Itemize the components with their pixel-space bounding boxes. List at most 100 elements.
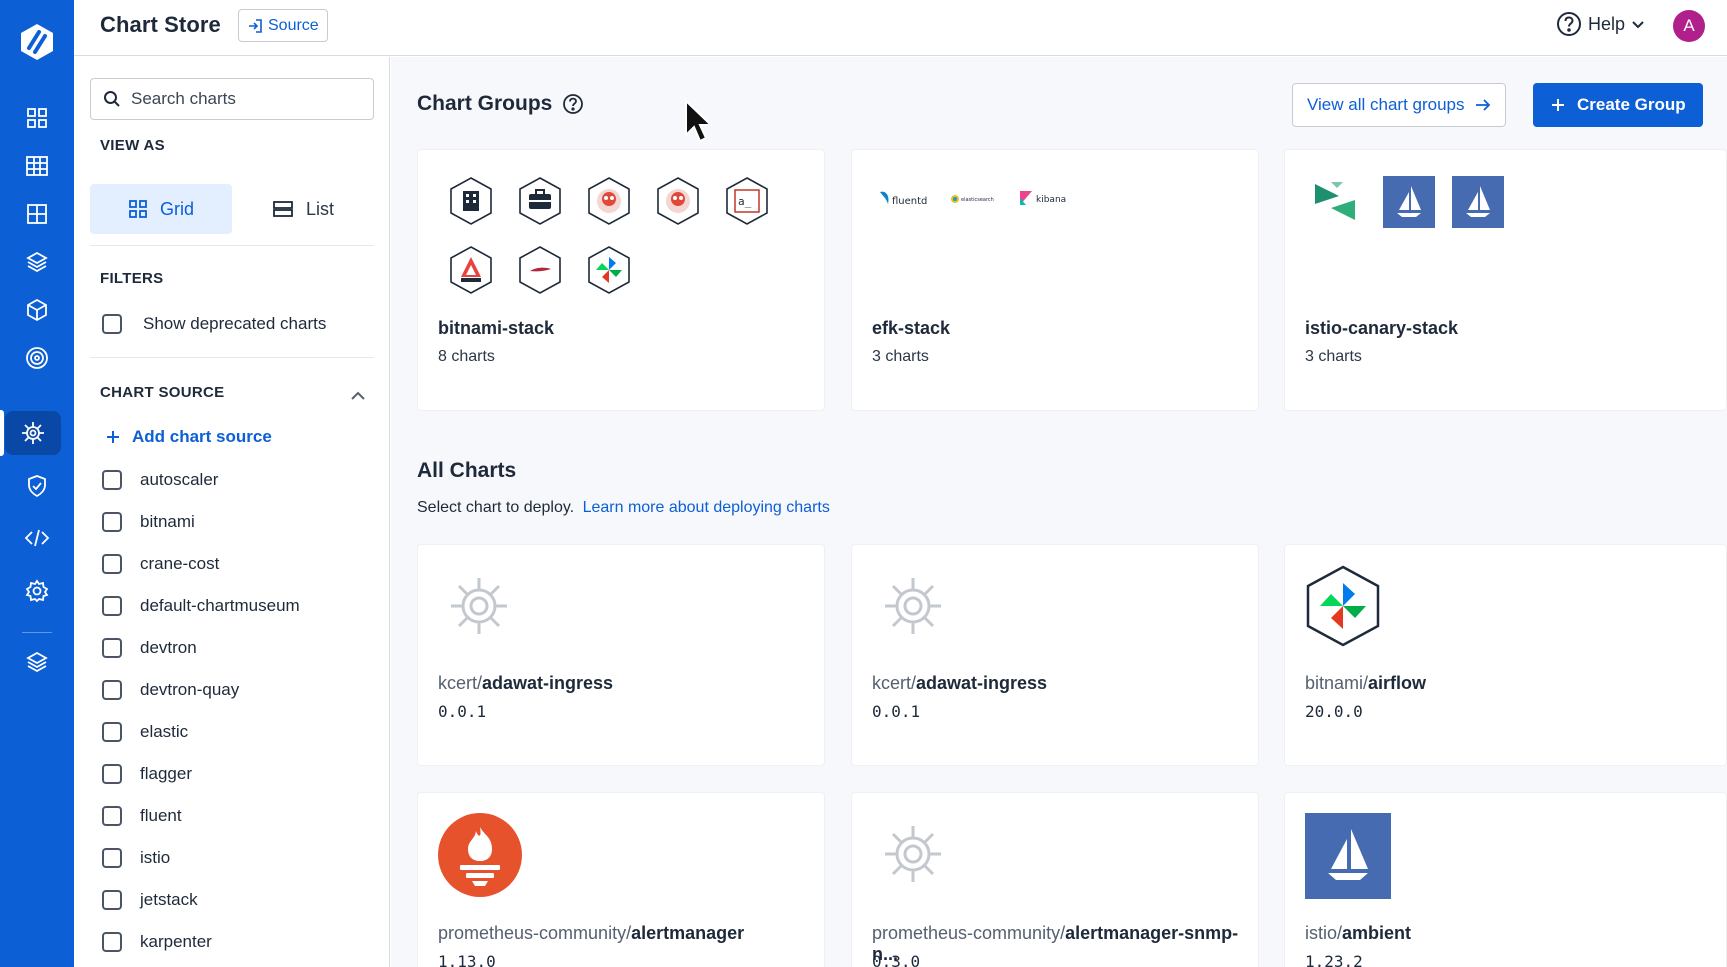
layers-icon <box>26 651 48 673</box>
main-content: Chart Groups View all chart groups Creat… <box>391 57 1727 967</box>
chart-card[interactable]: kcert/adawat-ingress 0.0.1 <box>417 544 825 766</box>
group-count: 3 charts <box>872 348 929 365</box>
source-checkbox-bitnami[interactable]: bitnami <box>102 512 195 532</box>
chart-title: alertmanager <box>631 923 745 943</box>
checkbox[interactable] <box>102 848 122 868</box>
nav-chart-store[interactable] <box>5 411 61 455</box>
source-label: bitnami <box>140 512 195 531</box>
source-checkbox-istio[interactable]: istio <box>102 848 170 868</box>
istio-sail-icon <box>1452 176 1504 228</box>
source-checkbox-flagger[interactable]: flagger <box>102 764 192 784</box>
chart-group-card-bitnami-stack[interactable]: a_ bitnami-stack 8 charts <box>417 149 825 411</box>
checkbox[interactable] <box>102 722 122 742</box>
chart-group-card-efk-stack[interactable]: fluentd elasticsearch kibana efk-stack 3… <box>851 149 1259 411</box>
nav-applications[interactable] <box>18 99 56 137</box>
chart-version: 20.0.0 <box>1305 702 1363 721</box>
chart-group-card-istio-canary-stack[interactable]: istio-canary-stack 3 charts <box>1284 149 1727 411</box>
checkbox[interactable] <box>102 806 122 826</box>
chart-card[interactable]: kcert/adawat-ingress 0.0.1 <box>851 544 1259 766</box>
chevron-down-icon <box>1632 21 1644 29</box>
nav-security[interactable] <box>18 467 56 505</box>
source-checkbox-devtron-quay[interactable]: devtron-quay <box>102 680 239 700</box>
devtron-logo[interactable] <box>17 22 57 62</box>
grid-view-label: Grid <box>159 198 194 219</box>
chart-card[interactable]: bitnami/airflow 20.0.0 <box>1284 544 1727 766</box>
feather-icon <box>519 246 561 294</box>
chart-groups-heading: Chart Groups <box>417 92 584 116</box>
source-checkbox-karpenter[interactable]: karpenter <box>102 932 212 952</box>
chart-repo: prometheus-community/ <box>872 923 1066 943</box>
checkbox[interactable] <box>102 764 122 784</box>
checkbox[interactable] <box>102 512 122 532</box>
chart-card[interactable]: prometheus-community/alertmanager 1.13.0 <box>417 792 825 967</box>
deprecated-charts-checkbox[interactable]: Show deprecated charts <box>102 314 326 334</box>
all-charts-description: Select chart to deploy. Learn more about… <box>417 499 830 517</box>
description-text: Select chart to deploy. <box>417 499 575 516</box>
checkbox[interactable] <box>102 638 122 658</box>
sidebar-divider <box>90 357 374 358</box>
prometheus-logo-icon <box>438 813 522 897</box>
add-chart-source-button[interactable]: Add chart source <box>106 427 272 447</box>
elasticsearch-logo-icon: elasticsearch <box>951 195 994 203</box>
chart-source-label: CHART SOURCE <box>100 384 225 401</box>
nav-global-configurations[interactable] <box>18 572 56 610</box>
istio-sail-icon <box>1305 813 1391 899</box>
view-all-chart-groups-button[interactable]: View all chart groups <box>1292 83 1506 127</box>
nav-application-groups[interactable] <box>18 147 56 185</box>
nav-resource-browser[interactable] <box>18 195 56 233</box>
grid-view-button[interactable]: Grid <box>90 184 232 234</box>
nav-deployment[interactable] <box>18 339 56 377</box>
kibana-logo-icon: kibana <box>1020 191 1066 205</box>
chevron-up-icon[interactable] <box>350 388 366 404</box>
plus-icon <box>1552 99 1564 111</box>
source-button[interactable]: Source <box>238 9 328 42</box>
source-checkbox-jetstack[interactable]: jetstack <box>102 890 198 910</box>
source-checkbox-autoscaler[interactable]: autoscaler <box>102 470 218 490</box>
toolbox-icon <box>519 177 561 225</box>
view-as-label: VIEW AS <box>100 137 165 154</box>
chart-name: istio/ambient <box>1305 923 1411 944</box>
deprecated-label: Show deprecated charts <box>143 314 327 333</box>
chart-card[interactable]: istio/ambient 1.23.2 <box>1284 792 1727 967</box>
airflow-pinwheel-icon <box>1306 565 1380 647</box>
view-toggle: Grid List <box>90 184 374 234</box>
robot-face-icon <box>588 177 630 225</box>
source-checkbox-devtron[interactable]: devtron <box>102 638 197 658</box>
group-name: efk-stack <box>872 318 951 338</box>
source-checkbox-crane-cost[interactable]: crane-cost <box>102 554 219 574</box>
checkbox[interactable] <box>102 596 122 616</box>
help-menu[interactable]: Help <box>1556 11 1645 37</box>
nav-bulk-edit[interactable] <box>18 519 56 557</box>
create-group-label: Create Group <box>1577 95 1686 114</box>
create-group-button[interactable]: Create Group <box>1533 83 1703 127</box>
security-shield-icon <box>28 475 46 498</box>
checkbox[interactable] <box>102 470 122 490</box>
checkbox[interactable] <box>102 554 122 574</box>
nav-jobs[interactable] <box>18 291 56 329</box>
user-avatar[interactable]: A <box>1673 10 1705 42</box>
svg-text:a_: a_ <box>738 195 752 208</box>
checkbox[interactable] <box>102 890 122 910</box>
elasticsearch-logo-text: elasticsearch <box>961 197 994 203</box>
list-view-button[interactable]: List <box>232 184 374 234</box>
nav-stack[interactable] <box>18 243 56 281</box>
chart-repo: kcert/ <box>438 673 483 693</box>
checkbox[interactable] <box>102 680 122 700</box>
group-count: 3 charts <box>1305 348 1362 365</box>
filters-heading: FILTERS <box>100 270 164 287</box>
group-count: 8 charts <box>438 348 495 365</box>
learn-more-link[interactable]: Learn more about deploying charts <box>582 499 830 516</box>
source-checkbox-default-chartmuseum[interactable]: default-chartmuseum <box>102 596 300 616</box>
list-view-label: List <box>305 198 334 219</box>
view-all-label: View all chart groups <box>1307 95 1465 114</box>
search-input[interactable]: Search charts <box>90 78 374 120</box>
chart-card[interactable]: prometheus-community/alertmanager-snmp-n… <box>851 792 1259 967</box>
help-circle-icon[interactable] <box>562 93 584 115</box>
add-chart-source-label: Add chart source <box>132 427 272 446</box>
checkbox[interactable] <box>102 314 122 334</box>
nav-stack-manager[interactable] <box>18 643 56 681</box>
chart-repo: bitnami/ <box>1305 673 1369 693</box>
checkbox[interactable] <box>102 932 122 952</box>
source-checkbox-elastic[interactable]: elastic <box>102 722 188 742</box>
source-checkbox-fluent[interactable]: fluent <box>102 806 182 826</box>
